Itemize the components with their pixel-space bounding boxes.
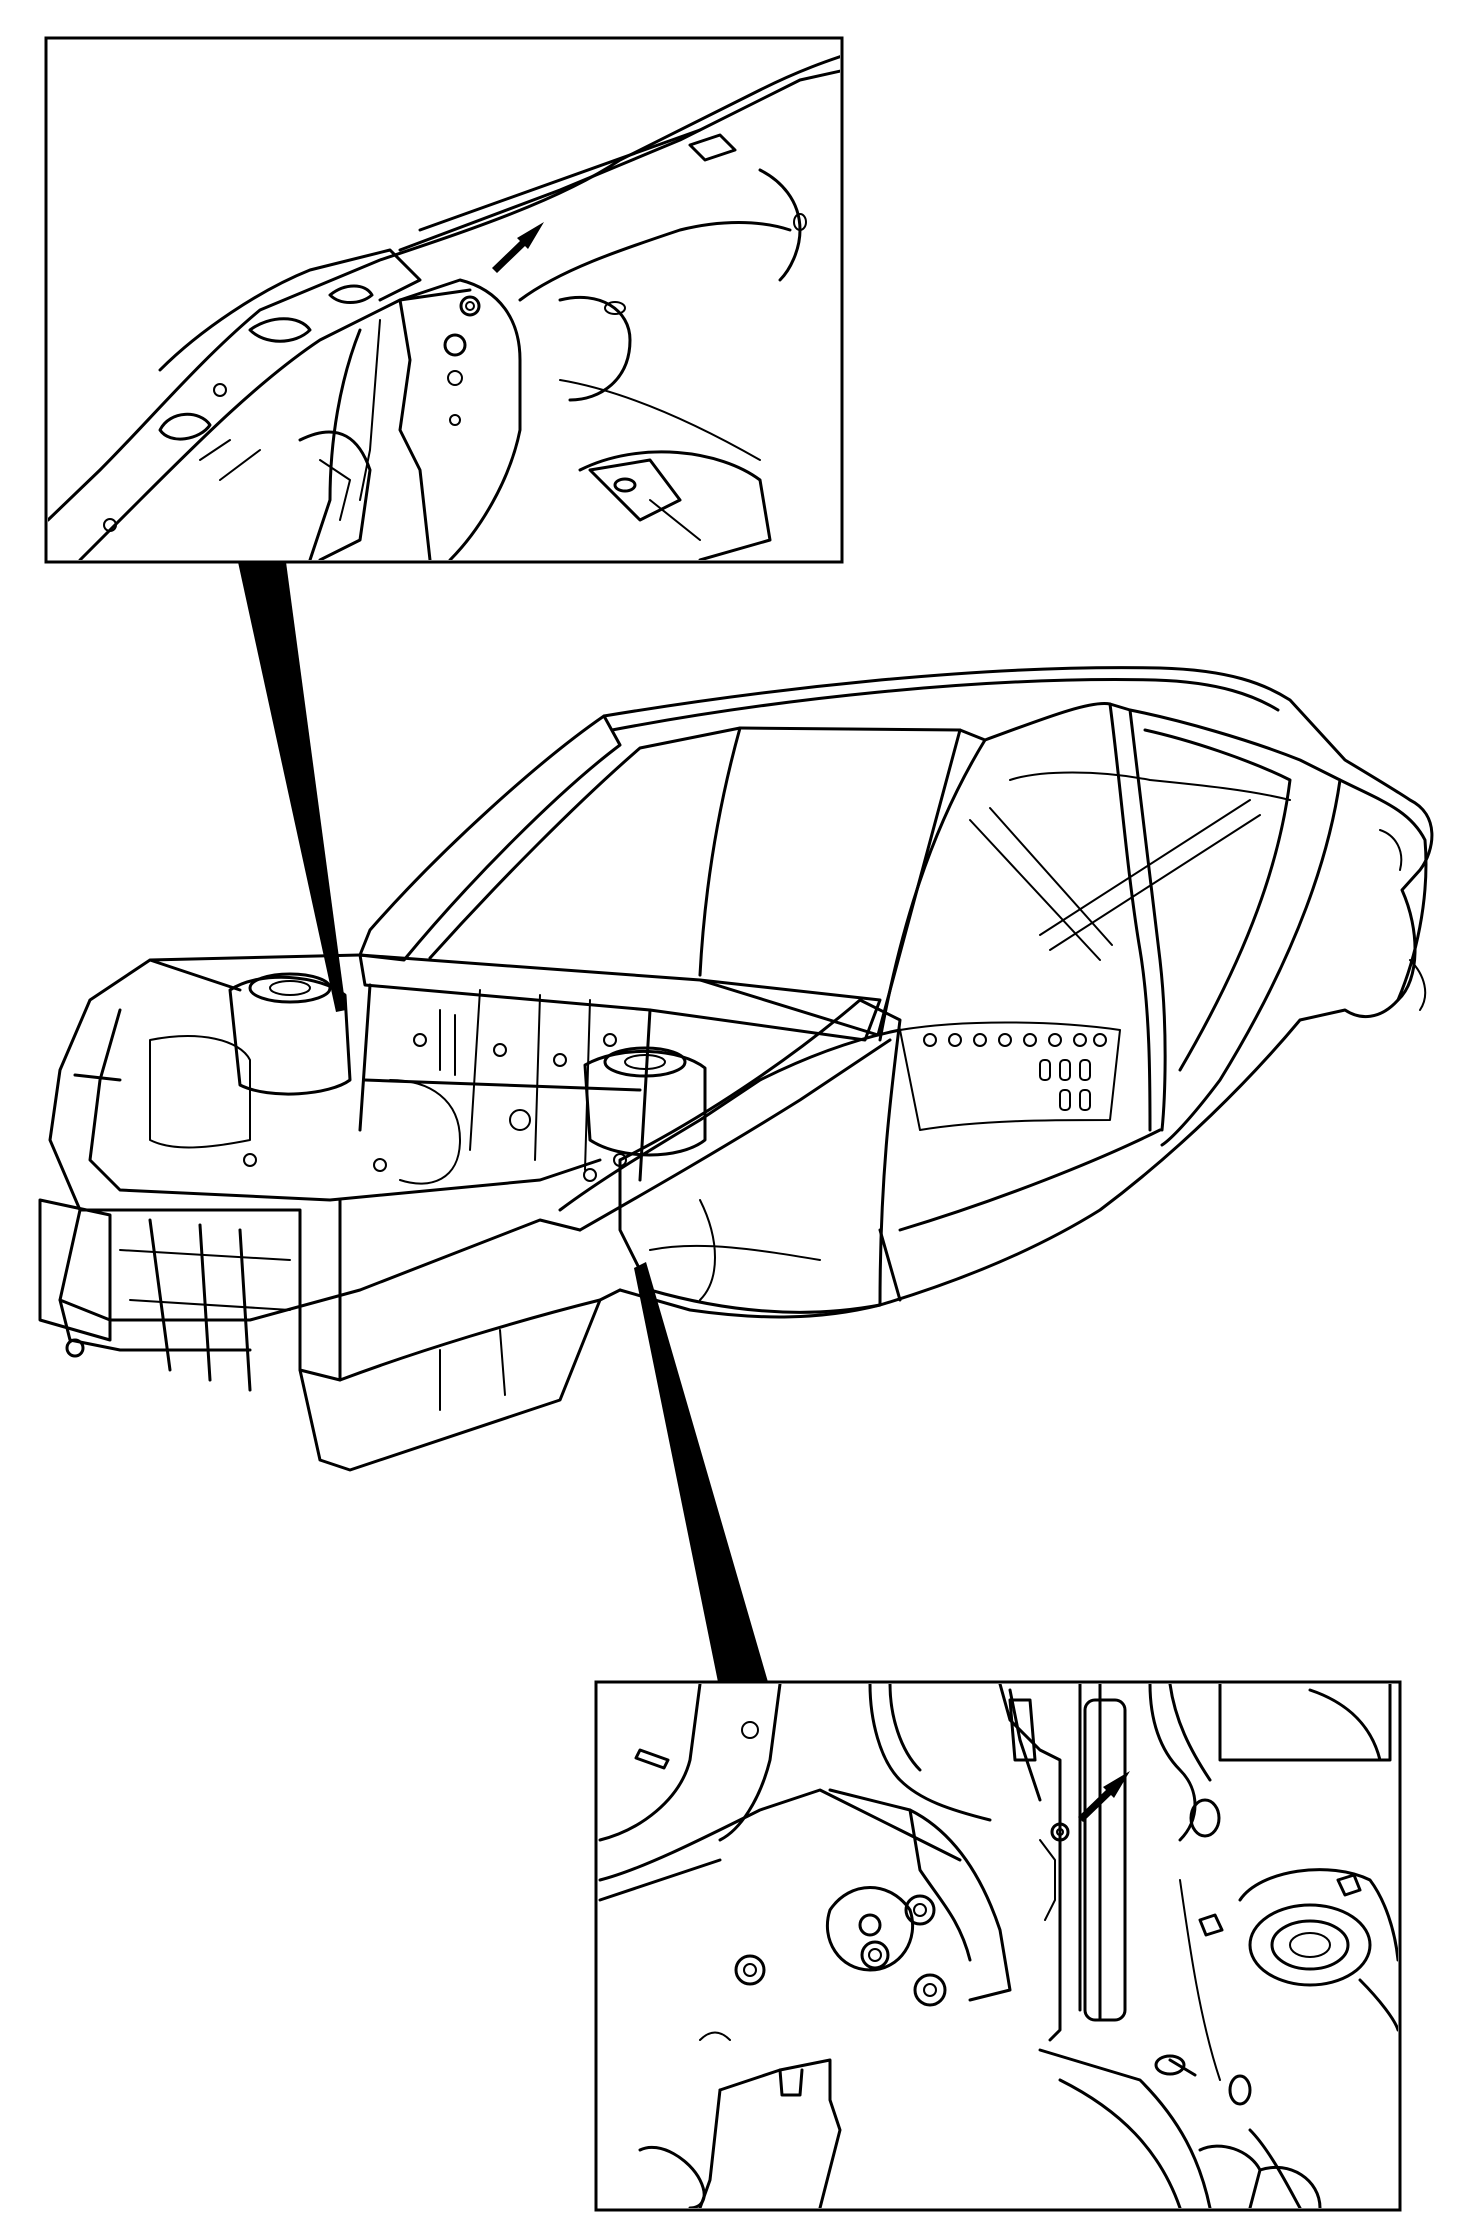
radiator-support	[38, 1198, 252, 1392]
lower-inset-target-hole	[1050, 1822, 1070, 1842]
b-pillar	[983, 701, 1152, 1132]
lower-inset-strut-tower	[1238, 1868, 1398, 1962]
upper-arrow-pointer-icon	[492, 222, 544, 273]
floor-holes	[923, 1033, 1107, 1111]
windshield-frame	[358, 714, 622, 962]
car-body-shell	[38, 666, 1434, 1472]
lower-leader-wedge	[634, 1262, 768, 1682]
cowl-panel	[358, 953, 882, 1042]
lower-inset-bracket	[828, 1788, 1012, 2002]
lower-detail-inset	[594, 1680, 1402, 2212]
inset-target-hole	[459, 295, 481, 317]
upper-leader-wedge	[238, 562, 346, 1012]
firewall-holes	[243, 1033, 627, 1182]
right-strut-tower	[583, 1050, 707, 1157]
right-fender-apron	[618, 998, 902, 1314]
roof-outline	[602, 666, 1434, 1002]
front-frame-rail	[48, 953, 582, 1322]
upper-detail-inset	[44, 36, 844, 564]
inset-panel	[398, 278, 522, 560]
lower-arrow-pointer-icon	[1078, 1771, 1130, 1822]
